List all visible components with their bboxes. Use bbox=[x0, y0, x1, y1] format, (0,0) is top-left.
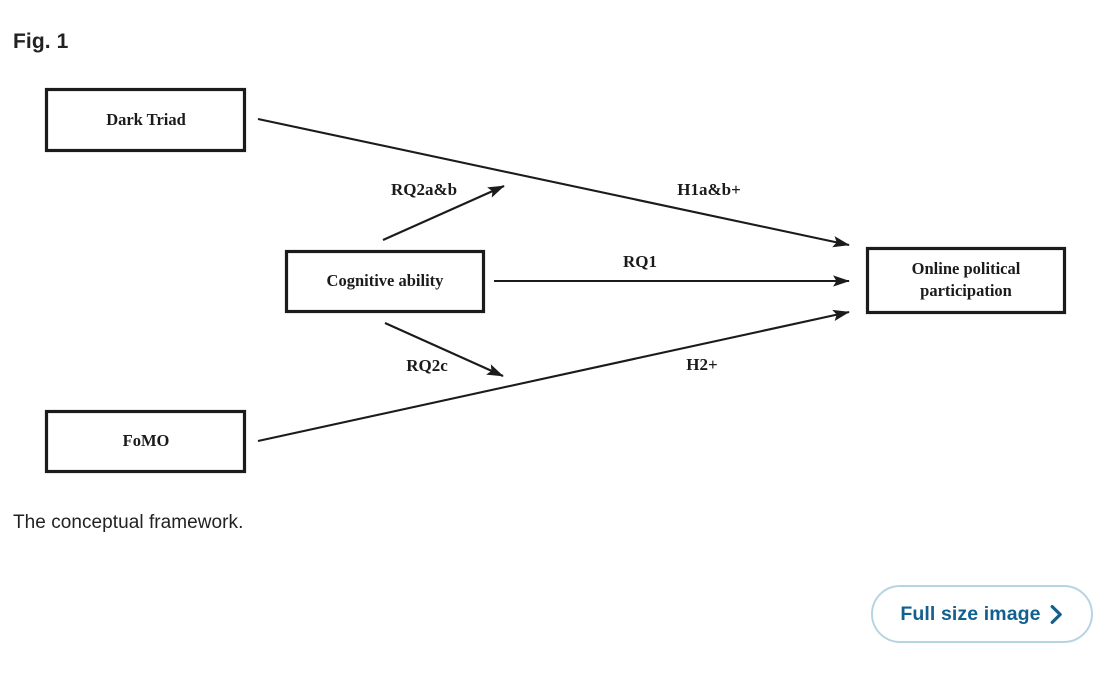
edge-label-h2: H2+ bbox=[686, 355, 717, 374]
node-fomo: FoMO bbox=[44, 409, 247, 474]
chevron-right-icon bbox=[1050, 604, 1064, 624]
edge-line-rq2c bbox=[384, 322, 504, 377]
edge-rq2c: RQ2c bbox=[384, 322, 504, 377]
node-box-fomo bbox=[44, 409, 247, 474]
edge-label-rq2ab: RQ2a&b bbox=[391, 180, 457, 199]
full-size-image-button[interactable]: Full size image bbox=[871, 585, 1093, 643]
conceptual-framework-diagram: H1a&b+ RQ1 H2+ RQ2a&b RQ2c bbox=[0, 60, 1105, 490]
node-cognitive-ability: Cognitive ability bbox=[284, 249, 486, 314]
edge-rq2a-b: RQ2a&b bbox=[382, 180, 505, 241]
node-online-political-participation: Online political participation bbox=[865, 246, 1067, 315]
node-dark-triad: Dark Triad bbox=[44, 87, 247, 153]
edge-rq1: RQ1 bbox=[494, 252, 850, 287]
node-label-fomo: FoMO bbox=[123, 431, 170, 450]
edge-label-rq1: RQ1 bbox=[623, 252, 657, 271]
full-size-image-label: Full size image bbox=[900, 602, 1041, 625]
edge-line-h1 bbox=[257, 117, 850, 248]
node-label-cognitive-ability: Cognitive ability bbox=[327, 271, 445, 290]
edge-label-rq2c: RQ2c bbox=[406, 356, 448, 375]
edge-line-h2 bbox=[257, 309, 850, 443]
node-box-cognitive-ability bbox=[284, 249, 486, 314]
figure-number: Fig. 1 bbox=[13, 30, 69, 53]
node-label-dark-triad: Dark Triad bbox=[106, 110, 186, 129]
edge-label-h1: H1a&b+ bbox=[677, 180, 741, 199]
node-label-online-political-participation-line1: Online political bbox=[912, 259, 1021, 278]
edge-h2-plus: H2+ bbox=[257, 309, 850, 443]
node-box-dark-triad bbox=[44, 87, 247, 153]
node-box-online-political-participation bbox=[865, 246, 1067, 315]
edge-h1a-b-plus: H1a&b+ bbox=[257, 117, 850, 248]
node-label-online-political-participation-line2: participation bbox=[920, 281, 1012, 300]
edge-line-rq2ab bbox=[382, 185, 505, 241]
figure-caption: The conceptual framework. bbox=[13, 512, 244, 533]
